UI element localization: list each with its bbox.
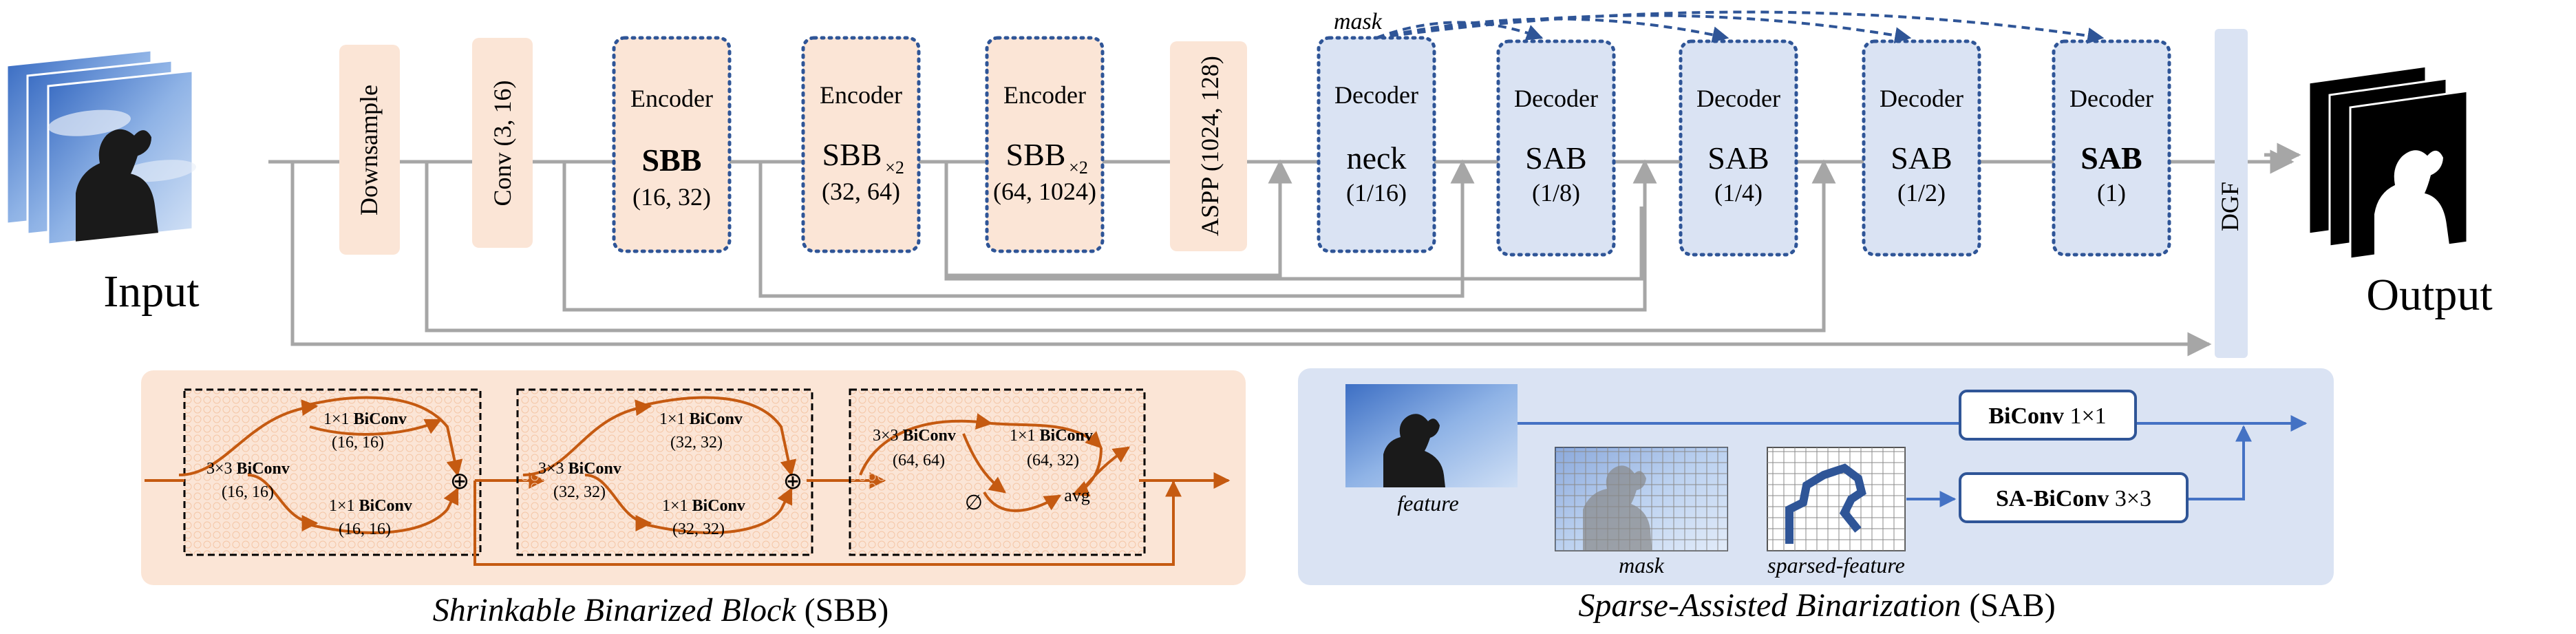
decoder-3-name: SAB bbox=[1707, 140, 1769, 176]
decoder-1-title: Decoder bbox=[1334, 81, 1418, 109]
sbb-panel: 3×3 BiConv (16, 16) 1×1 BiConv (16, 16) … bbox=[141, 370, 1246, 585]
decoder-5-name: SAB bbox=[2080, 140, 2142, 176]
encoder-2-name: SBB bbox=[822, 137, 882, 172]
sbb1-bot-label: 1×1 BiConv bbox=[329, 497, 412, 515]
sbb2-left-dims: (32, 32) bbox=[553, 483, 606, 501]
sbb2-left-label: 3×3 BiConv bbox=[538, 460, 621, 478]
output-image-stack bbox=[2308, 65, 2469, 260]
input-label: Input bbox=[103, 266, 199, 317]
downsample-label: Downsample bbox=[355, 85, 383, 215]
decoder-1-name: neck bbox=[1347, 140, 1407, 176]
sum-icon: ⊕ bbox=[783, 467, 803, 495]
sbb-block-1: 3×3 BiConv (16, 16) 1×1 BiConv (16, 16) … bbox=[178, 388, 482, 556]
decoder-2-dims: (1/8) bbox=[1532, 179, 1580, 207]
encoder-1-name: SBB bbox=[642, 142, 702, 178]
input-image-stack bbox=[6, 49, 196, 246]
conv-box: Conv (3, 16) bbox=[472, 38, 533, 248]
encoder-sbb-1: Encoder SBB (16, 32) bbox=[612, 36, 732, 253]
aspp-label: ASPP (1024, 128) bbox=[1196, 56, 1224, 236]
decoder-neck: Decoder neck (1/16) bbox=[1317, 36, 1436, 253]
sbb1-bot-dims: (16, 16) bbox=[339, 520, 391, 538]
encoder-sbb-3: Encoder SBB ×2 (64, 1024) bbox=[985, 36, 1105, 253]
mask-label: mask bbox=[1334, 9, 1383, 34]
sbb-caption: Shrinkable Binarized Block (SBB) bbox=[433, 592, 889, 628]
decoder-4-title: Decoder bbox=[1880, 85, 1963, 112]
sab-panel: feature mask sparsed-feature BiConv 1×1 … bbox=[1298, 368, 2334, 585]
decoder-1-dims: (1/16) bbox=[1346, 179, 1407, 207]
biconv-label: BiConv 1×1 bbox=[1988, 403, 2106, 429]
decoder-2-name: SAB bbox=[1525, 140, 1586, 176]
sbb3-left-dims: (64, 64) bbox=[893, 452, 945, 469]
decoder-3-dims: (1/4) bbox=[1714, 179, 1763, 207]
biconv-box: BiConv 1×1 bbox=[1959, 390, 2137, 441]
sparsed-label: sparsed-feature bbox=[1767, 553, 1905, 578]
sbb2-top-label: 1×1 BiConv bbox=[659, 410, 743, 428]
sab-caption: Sparse-Assisted Binarization (SAB) bbox=[1578, 587, 2055, 624]
mask-image bbox=[1555, 447, 1728, 551]
output-label: Output bbox=[2366, 270, 2492, 320]
sbb-block-2: 3×3 BiConv (32, 32) 1×1 BiConv (32, 32) … bbox=[516, 388, 813, 556]
dgf-box: DGF bbox=[2215, 29, 2248, 358]
decoder-5-title: Decoder bbox=[2069, 85, 2153, 112]
input-photo bbox=[47, 70, 196, 246]
decoder-3-title: Decoder bbox=[1696, 85, 1780, 112]
encoder-2-sub: ×2 bbox=[885, 158, 904, 178]
sbb1-left-label: 3×3 BiConv bbox=[206, 460, 290, 478]
encoder-2-dims: (32, 64) bbox=[822, 178, 900, 205]
sbb2-top-dims: (32, 32) bbox=[670, 434, 723, 452]
decoder-4-dims: (1/2) bbox=[1897, 179, 1946, 207]
sbb1-top-dims: (16, 16) bbox=[332, 434, 384, 452]
mask-img-label: mask bbox=[1619, 553, 1665, 578]
encoder-1-dims: (16, 32) bbox=[632, 183, 711, 211]
sbb3-avg: avg bbox=[1064, 485, 1090, 505]
sbb3-left-label: 3×3 BiConv bbox=[873, 427, 956, 445]
sbb3-right-dims: (64, 32) bbox=[1027, 452, 1079, 469]
sa-biconv-box: SA-BiConv 3×3 bbox=[1959, 472, 2189, 523]
output-mask bbox=[2349, 89, 2469, 260]
mask-arrows bbox=[1376, 10, 2105, 44]
decoder-2-title: Decoder bbox=[1514, 85, 1598, 112]
sbb2-bot-label: 1×1 BiConv bbox=[662, 497, 745, 515]
encoder-3-sub: ×2 bbox=[1069, 158, 1088, 178]
sbb-block-3: 3×3 BiConv (64, 64) 1×1 BiConv (64, 32) … bbox=[849, 388, 1146, 556]
sbb2-bot-dims: (32, 32) bbox=[672, 520, 725, 538]
sbb1-top-label: 1×1 BiConv bbox=[323, 410, 407, 428]
decoder-sab-1: Decoder SAB (1/8) bbox=[1496, 39, 1616, 257]
encoder-sbb-2: Encoder SBB ×2 (32, 64) bbox=[801, 36, 921, 253]
decoder-5-dims: (1) bbox=[2097, 179, 2126, 207]
decoder-sab-4: Decoder SAB (1) bbox=[2052, 39, 2171, 257]
aspp-box: ASPP (1024, 128) bbox=[1170, 41, 1247, 251]
encoder-3-name: SBB bbox=[1006, 137, 1066, 172]
downsample-box: Downsample bbox=[339, 45, 400, 255]
encoder-2-title: Encoder bbox=[820, 81, 902, 109]
sa-biconv-label: SA-BiConv 3×3 bbox=[1996, 486, 2151, 511]
feature-label: feature bbox=[1397, 491, 1458, 516]
encoder-3-title: Encoder bbox=[1003, 81, 1086, 109]
decoder-4-name: SAB bbox=[1891, 140, 1952, 176]
sbb1-left-dims: (16, 16) bbox=[222, 483, 274, 501]
sum-icon: ⊕ bbox=[450, 467, 470, 495]
decoder-sab-3: Decoder SAB (1/2) bbox=[1862, 39, 1981, 257]
encoder-1-title: Encoder bbox=[630, 85, 713, 112]
main-flow-arrows bbox=[268, 149, 2295, 357]
empty-set-icon: ∅ bbox=[965, 491, 983, 515]
sparsed-feature-image bbox=[1767, 447, 1906, 551]
sbb3-right-label: 1×1 BiConv bbox=[1010, 427, 1093, 445]
feature-image bbox=[1345, 384, 1518, 487]
encoder-3-dims: (64, 1024) bbox=[993, 178, 1096, 205]
conv-label: Conv (3, 16) bbox=[489, 81, 516, 207]
decoder-sab-2: Decoder SAB (1/4) bbox=[1679, 39, 1798, 257]
dgf-label: DGF bbox=[2216, 182, 2244, 231]
